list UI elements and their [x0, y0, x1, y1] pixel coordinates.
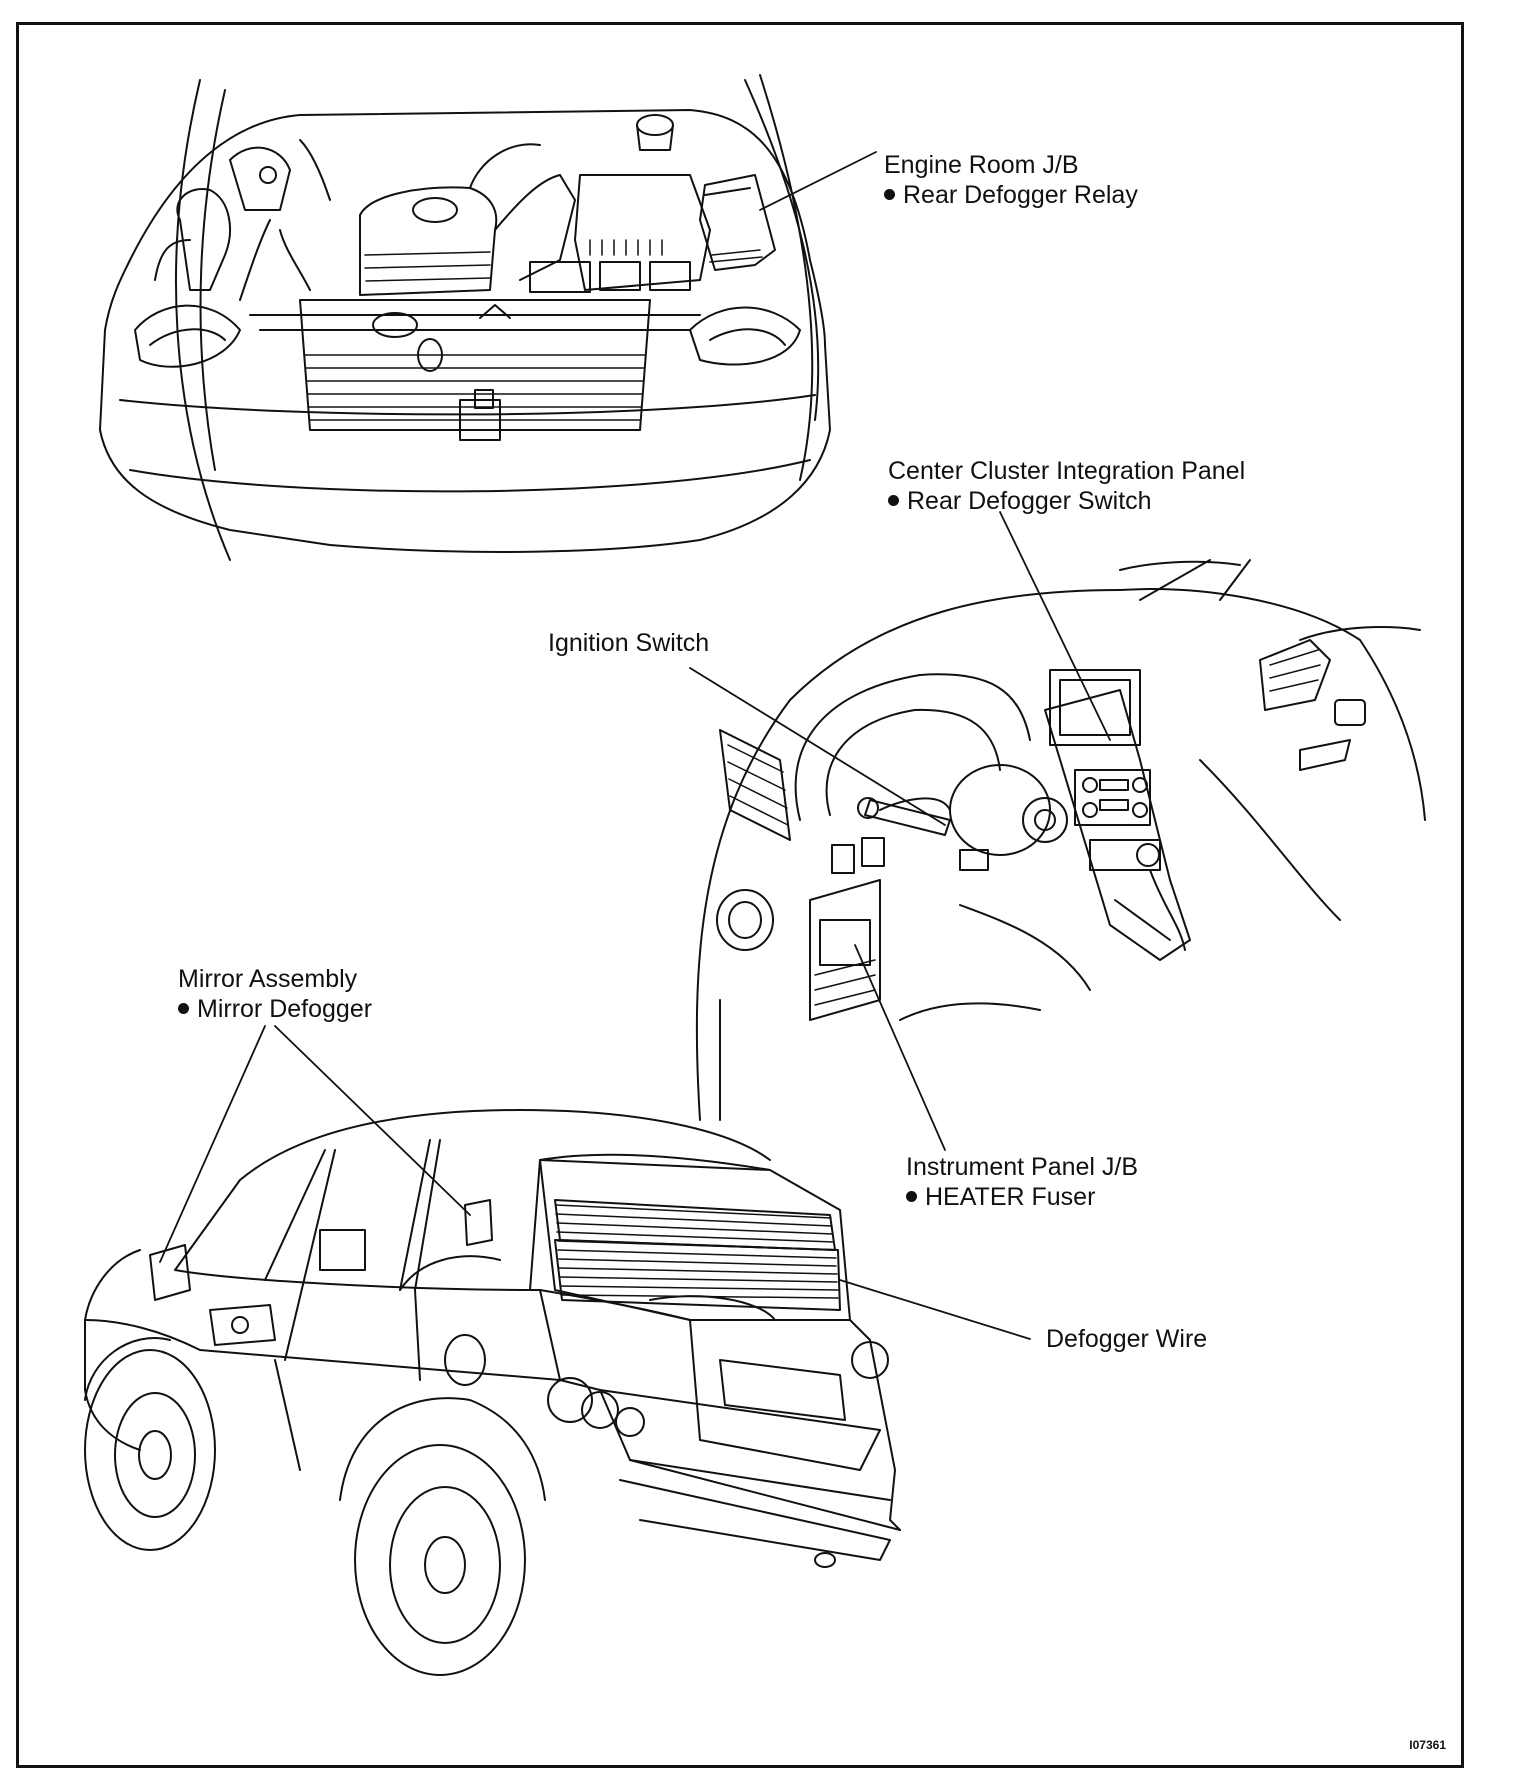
callout-center-cluster-title: Center Cluster Integration Panel — [888, 457, 1246, 485]
callout-center-cluster-item: Rear Defogger Switch — [907, 487, 1152, 515]
callout-mirror-assembly: Mirror Assembly Mirror Defogger — [178, 964, 372, 1024]
callout-mirror-assembly-title: Mirror Assembly — [178, 965, 358, 993]
leader-ignition-switch — [689, 667, 946, 826]
callout-instrument-panel-jb-item: HEATER Fuser — [925, 1183, 1096, 1211]
figure-id: I07361 — [1409, 1738, 1446, 1752]
leader-instrument-panel-jb — [854, 944, 946, 1151]
callout-center-cluster: Center Cluster Integration Panel Rear De… — [888, 456, 1245, 516]
callout-engine-room-jb: Engine Room J/B Rear Defogger Relay — [884, 150, 1138, 210]
callout-instrument-panel-jb: Instrument Panel J/B HEATER Fuser — [906, 1152, 1138, 1212]
callout-mirror-assembly-item: Mirror Defogger — [197, 995, 373, 1023]
leader-mirror-right — [274, 1025, 471, 1216]
suv-illustration — [84, 1109, 901, 1676]
callout-defogger-wire-title: Defogger Wire — [1046, 1325, 1208, 1353]
interior-illustration — [695, 559, 1426, 1121]
callout-defogger-wire: Defogger Wire — [1046, 1324, 1207, 1354]
engine-room-illustration — [99, 74, 831, 561]
callout-instrument-panel-jb-title: Instrument Panel J/B — [906, 1153, 1139, 1181]
leader-center-cluster — [999, 511, 1111, 741]
bullet-icon — [884, 189, 895, 200]
leader-mirror-left — [159, 1025, 266, 1263]
callout-engine-room-jb-title: Engine Room J/B — [884, 151, 1079, 179]
diagram-frame — [16, 22, 1464, 1768]
callout-ignition-switch: Ignition Switch — [548, 628, 709, 658]
callout-engine-room-jb-item: Rear Defogger Relay — [903, 181, 1138, 209]
leader-defogger-wire — [839, 1279, 1031, 1340]
bullet-icon — [906, 1191, 917, 1202]
bullet-icon — [178, 1003, 189, 1014]
callout-ignition-switch-title: Ignition Switch — [548, 629, 710, 657]
leader-engine-room-jb — [759, 151, 877, 211]
leader-lines — [159, 151, 1111, 1340]
defogger-grid — [555, 1204, 839, 1299]
bullet-icon — [888, 495, 899, 506]
